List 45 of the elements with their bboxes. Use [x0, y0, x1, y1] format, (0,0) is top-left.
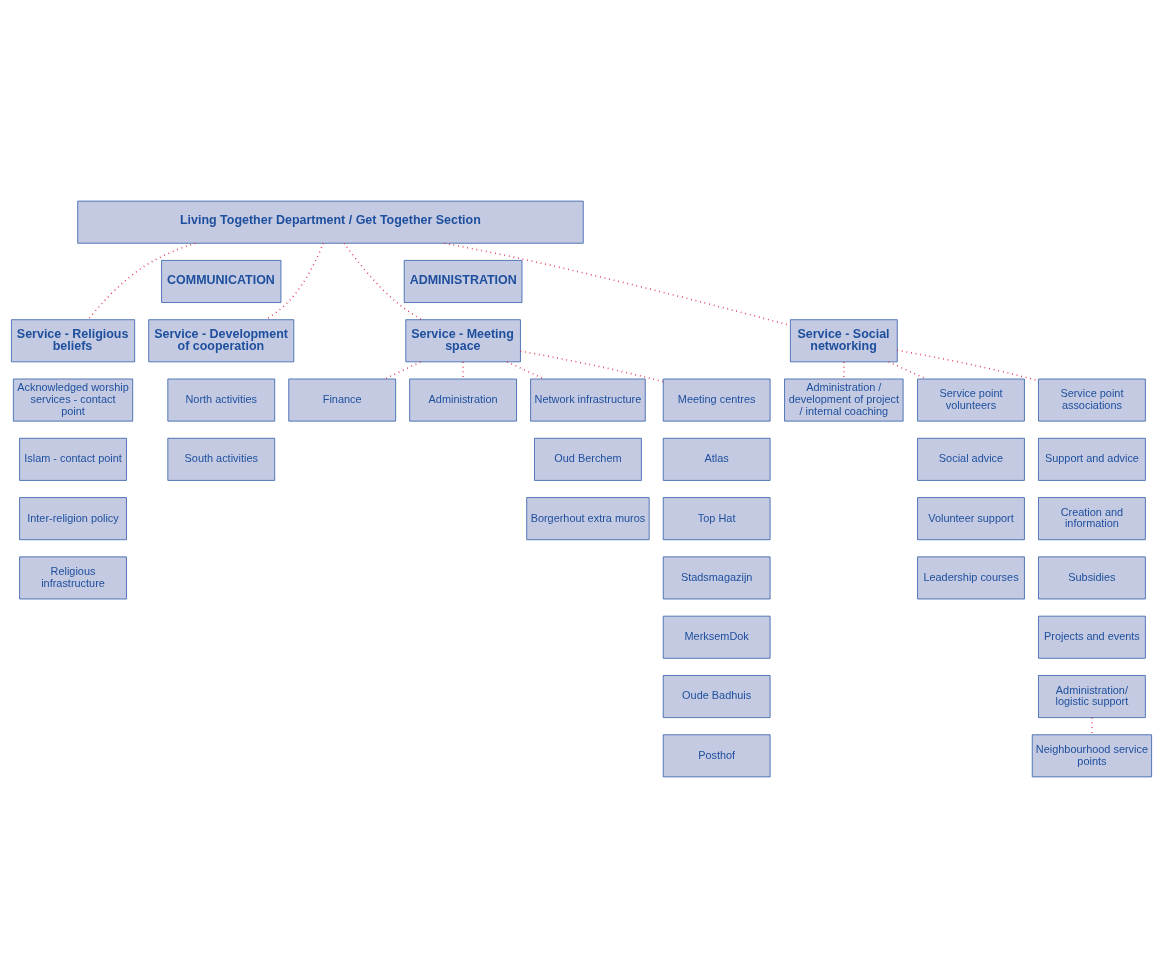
node-box: Borgerhout extra muros	[526, 497, 650, 541]
node-box: Volunteer support	[917, 497, 1025, 541]
connector	[462, 361, 464, 380]
connector	[843, 361, 845, 380]
node-box: Creation and information	[1038, 497, 1146, 541]
node-box: Social advice	[917, 437, 1025, 481]
node-box: Service - Religious beliefs	[11, 319, 136, 363]
node-box: Oud Berchem	[534, 437, 642, 481]
node-box: Religious infrastructure	[19, 556, 127, 600]
node-box: COMMUNICATION	[161, 260, 282, 303]
node-box: Service - Development of cooperation	[148, 319, 295, 363]
node-box: Neighbourhood service points	[1031, 734, 1152, 778]
connector	[519, 350, 664, 383]
node-box: Meeting centres	[662, 378, 771, 422]
node-box: Projects and events	[1038, 615, 1146, 659]
node-box: Living Together Department / Get Together Section	[77, 200, 584, 244]
connector	[343, 242, 423, 321]
node-box: Administration / development of project / internal coaching	[784, 378, 904, 422]
node-box: Atlas	[662, 437, 771, 481]
node-box: Stadsmagazijn	[662, 556, 771, 600]
node-box: Network infrastructure	[530, 378, 646, 422]
node-box: Oude Badhuis	[662, 675, 771, 718]
node-box: Islam - contact point	[19, 437, 127, 481]
node-box: South activities	[167, 437, 276, 481]
node-box: Service point associations	[1038, 378, 1146, 422]
node-box: Inter-religion policy	[19, 497, 127, 541]
node-box: Service - Meeting space	[405, 319, 521, 363]
connector	[506, 361, 545, 380]
node-box: ADMINISTRATION	[403, 260, 523, 303]
node-box: Administration	[409, 378, 517, 422]
node-box: Leadership courses	[917, 556, 1025, 600]
node-box: North activities	[167, 378, 276, 422]
node-box: Acknowledged worship services - contact point	[12, 378, 134, 422]
node-box: Support and advice	[1038, 437, 1146, 481]
connector	[87, 242, 197, 321]
connector	[887, 361, 927, 380]
node-box: Top Hat	[662, 497, 771, 541]
node-box: Finance	[288, 378, 396, 422]
node-box: Posthof	[662, 734, 771, 778]
node-box: Administration/ logistic support	[1038, 675, 1146, 718]
node-box: Service point volunteers	[917, 378, 1025, 422]
node-box: Subsidies	[1038, 556, 1146, 600]
connector	[384, 361, 422, 380]
node-box: Service - Social networking	[790, 319, 898, 363]
node-box: MerksemDok	[662, 615, 771, 659]
